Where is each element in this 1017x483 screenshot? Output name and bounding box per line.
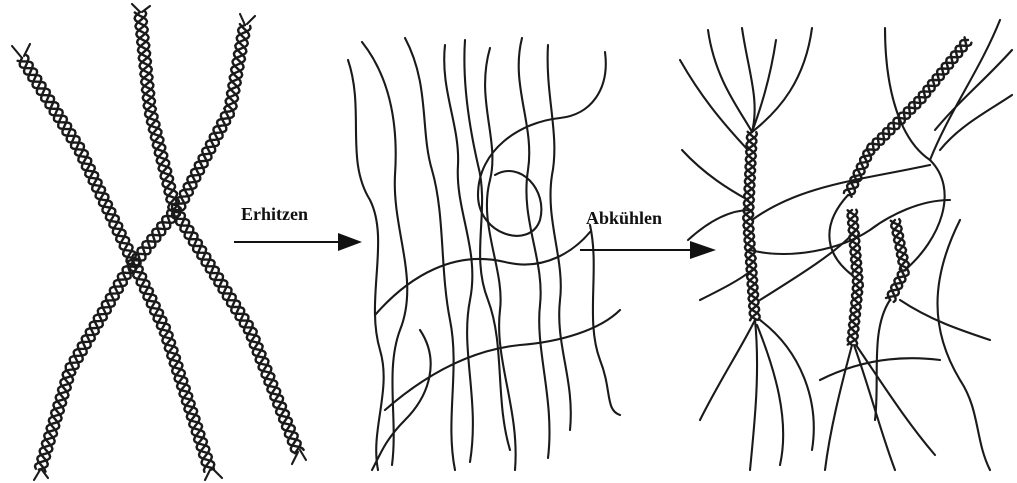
cooling-label: Abkühlen: [586, 208, 662, 228]
coil-strand-1: [348, 60, 384, 470]
coil-strand-8: [548, 45, 571, 430]
coil-strand-2: [362, 42, 407, 465]
cooling-arrow-head: [690, 241, 716, 259]
loose-strand-28: [820, 358, 940, 380]
helix-2-end-4: [300, 450, 306, 460]
helix-2-end-1: [132, 4, 140, 12]
helix-1-chain-1: [20, 58, 215, 470]
loose-strand-10: [750, 320, 757, 470]
heating-arrow-head: [338, 233, 362, 251]
loose-strand-22: [940, 95, 1012, 150]
loose-strand-8: [700, 270, 752, 300]
loose-strand-5: [680, 60, 748, 150]
loose-strand-7: [688, 210, 750, 240]
coil-strand-13: [590, 225, 620, 415]
loose-strand-15: [825, 345, 852, 470]
loose-strand-26: [938, 220, 991, 470]
heating-arrow: Erhitzen: [234, 204, 362, 251]
coil-strand-3: [405, 38, 455, 470]
renatured-helix-1: [743, 132, 759, 320]
triple-helix-1: [12, 44, 222, 480]
triple-helix-3: [34, 14, 255, 480]
helix-2-chain-1: [135, 12, 304, 450]
panel-partially-renatured: [680, 20, 1012, 470]
coil-strand-7: [519, 38, 550, 458]
helix-1-end-3: [205, 470, 210, 480]
loose-strand-9: [700, 320, 755, 420]
triple-helix-2: [132, 4, 306, 464]
loose-strand-4: [752, 28, 812, 132]
loose-strand-12: [760, 320, 814, 450]
loose-strand-17: [856, 345, 935, 455]
panel-random-coils: [348, 38, 620, 470]
loose-strand-6: [682, 150, 748, 200]
helix-3-end-3: [34, 470, 40, 480]
loose-strand-3: [752, 40, 776, 132]
loose-strand-11: [757, 325, 783, 465]
loose-strand-23: [905, 160, 945, 270]
loose-strand-2: [742, 28, 755, 132]
heating-label: Erhitzen: [241, 204, 308, 224]
helix-1-chain-2: [18, 61, 212, 472]
helix-1-end-1: [12, 46, 22, 58]
helix-3-end-2: [247, 16, 255, 24]
loose-strands: [680, 20, 1012, 470]
loose-strand-18: [829, 195, 852, 275]
helix-1-end-4: [212, 468, 222, 478]
loose-strand-25: [900, 300, 990, 340]
